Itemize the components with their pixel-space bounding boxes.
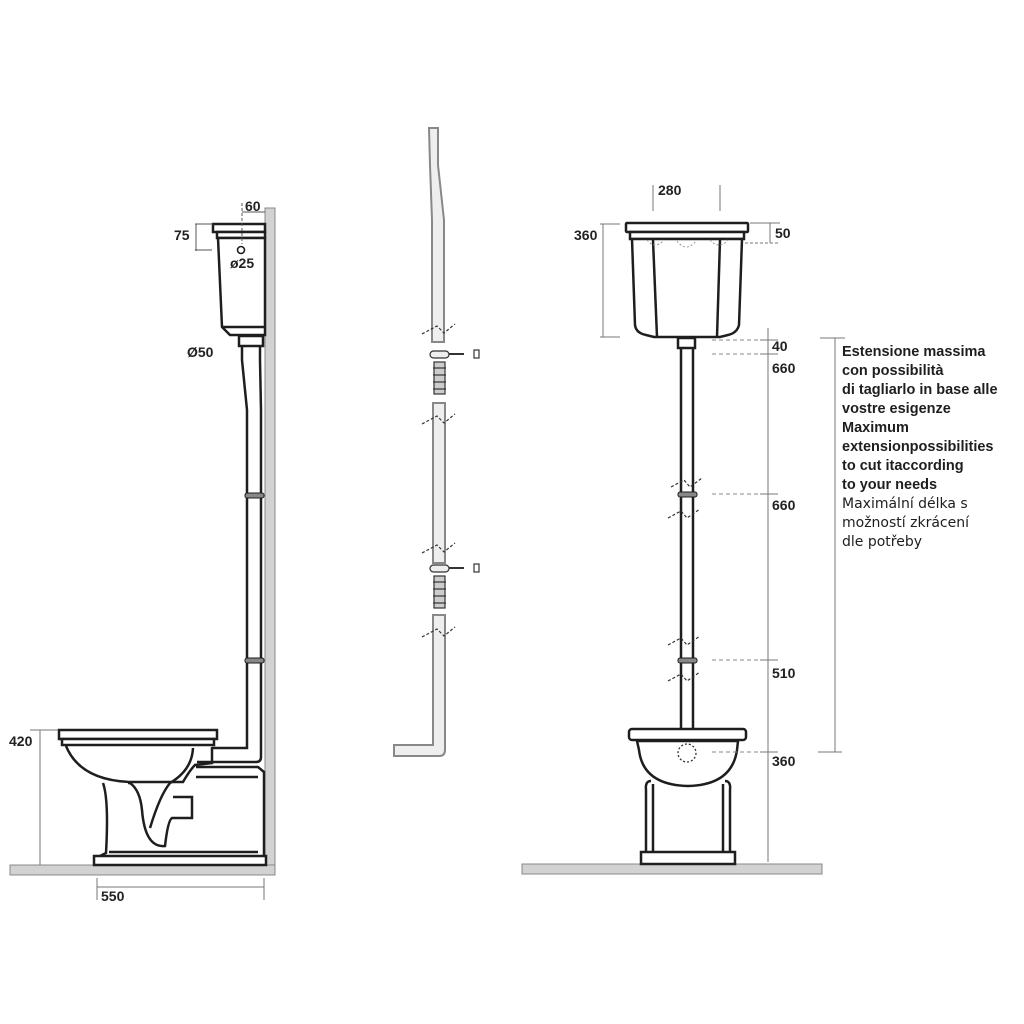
floor-front [521, 863, 823, 875]
dim-cistern-top-height: 75 [174, 227, 190, 243]
dim-inlet-diameter: ø25 [230, 255, 254, 271]
dim-cistern-width: 280 [658, 182, 682, 198]
wc-bowl-front [627, 727, 748, 866]
cistern-front [624, 221, 750, 350]
dim-cistern-height: 360 [574, 227, 598, 243]
note-it-line-3: di tagliarlo in base alle [842, 382, 998, 398]
note-it-line-4: vostre esigenze [842, 401, 951, 417]
bowl-inlet [677, 743, 697, 763]
wc-bowl-side [57, 728, 268, 867]
dim-outlet-diameter: Ø50 [187, 344, 214, 360]
dim-projection: 550 [101, 888, 125, 904]
inlet-hole [236, 245, 246, 255]
note-en-line-4: to your needs [842, 477, 938, 493]
pipe-coupling-1 [244, 492, 265, 499]
pipe-coupling-2 [244, 657, 265, 664]
pipe-middle [432, 402, 446, 564]
pipe-kit [393, 127, 480, 757]
note-it-line-2: con possibilità [842, 363, 944, 379]
flush-pipe-side [197, 346, 263, 764]
note-en-line-1: Maximum [842, 420, 909, 436]
pipe-lower [393, 614, 446, 757]
dim-cistern-lid: 50 [775, 225, 791, 241]
connector-2 [429, 563, 480, 609]
front-view: 280 360 50 40 660 660 510 360 [521, 182, 845, 875]
floor-side [9, 864, 276, 876]
cistern-side [211, 222, 267, 348]
flush-pipe-front [679, 348, 695, 740]
note-it-line-1: Estensione massima [842, 344, 986, 360]
dim-pipe-segment-2: 660 [772, 497, 796, 513]
dim-outlet-stub: 40 [772, 338, 788, 354]
note-en-line-3: to cut itaccording [842, 458, 964, 474]
note-cz-line-2: možností zkrácení [842, 515, 969, 531]
pipe-coupling-front-1 [677, 491, 698, 498]
pipe-upper [427, 127, 445, 343]
note-cz-line-3: dle potřeby [842, 534, 923, 550]
dim-cistern-offset: 60 [245, 198, 261, 214]
pipe-coupling-front-2 [677, 657, 698, 664]
dim-pipe-segment-3: 510 [772, 665, 796, 681]
note-cz-line-1: Maximální délka s [842, 496, 968, 512]
dim-seat-height: 420 [9, 733, 33, 749]
dim-pipe-segment-1: 660 [772, 360, 796, 376]
note-en-line-2: extensionpossibilities [842, 439, 994, 455]
connector-1 [429, 349, 480, 395]
dim-bowl-inlet-height: 360 [772, 753, 796, 769]
wall [264, 207, 276, 869]
side-view: 60 75 ø25 Ø50 420 550 [9, 198, 276, 904]
max-extension-note: Estensione massima con possibilità di ta… [842, 343, 1022, 552]
